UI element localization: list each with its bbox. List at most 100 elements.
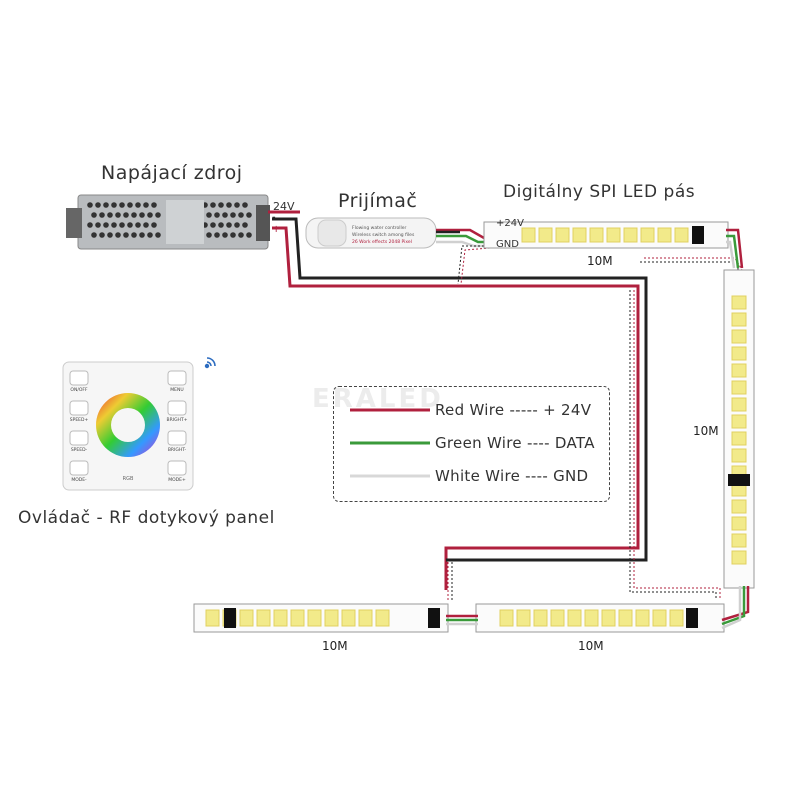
led-chip (618, 609, 633, 627)
vent-hole (107, 232, 113, 238)
ic-chip (686, 608, 698, 628)
vent-hole (123, 232, 129, 238)
vent-hole (151, 222, 157, 228)
led-chip (256, 609, 271, 627)
led-chip (538, 227, 553, 243)
strip-gnd-label: GND (496, 239, 519, 250)
remote-button (167, 400, 187, 416)
strip-connector-wires (446, 228, 750, 630)
ic-chip (728, 474, 750, 486)
receiver-label: Prijímač (338, 190, 418, 212)
vent-hole (210, 202, 216, 208)
vent-hole (119, 222, 125, 228)
vent-hole (95, 202, 101, 208)
vent-hole (91, 212, 97, 218)
led-chip (657, 227, 672, 243)
vent-hole (107, 212, 113, 218)
vent-hole (143, 202, 149, 208)
vent-hole (131, 212, 137, 218)
wifi-icon (204, 357, 216, 369)
remote-rgb-label: RGB (123, 476, 134, 482)
receiver-unit: Flowing water controller Wireless switch… (305, 217, 437, 249)
led-chip (731, 312, 747, 327)
remote-button-label: MENU (170, 387, 183, 393)
legend-red-text: Red Wire ----- + 24V (435, 401, 592, 419)
vent-hole (222, 212, 228, 218)
led-chip (731, 414, 747, 429)
black-wire-psu (272, 217, 648, 562)
remote-button (69, 400, 89, 416)
vent-hole (214, 232, 220, 238)
led-chip (589, 227, 604, 243)
led-chip (731, 380, 747, 395)
receiver-text-3: 26 Work effects 2048 Pixel (352, 239, 412, 245)
led-chip (273, 609, 288, 627)
led-chip (731, 295, 747, 310)
power-supply-unit (66, 194, 270, 250)
led-chip (341, 609, 356, 627)
vent-hole (226, 222, 232, 228)
vent-hole (131, 232, 137, 238)
led-strip-bottom-right (475, 603, 725, 633)
vent-hole (87, 202, 93, 208)
led-chip (731, 329, 747, 344)
vent-hole (206, 212, 212, 218)
ic-chip (428, 608, 440, 628)
vent-hole (127, 222, 133, 228)
vent-hole (115, 232, 121, 238)
vent-hole (230, 232, 236, 238)
led-chip (375, 609, 390, 627)
vent-hole (111, 222, 117, 228)
remote-button (167, 430, 187, 446)
vent-hole (226, 202, 232, 208)
vent-hole (95, 222, 101, 228)
vent-hole (139, 212, 145, 218)
red-wire-psu (272, 226, 640, 590)
led-chip (731, 346, 747, 361)
remote-button (69, 370, 89, 386)
strip-length-right: 10M (693, 424, 719, 438)
vent-hole (91, 232, 97, 238)
remote-button (69, 430, 89, 446)
vent-hole (123, 212, 129, 218)
vent-hole (230, 212, 236, 218)
vent-hole (111, 202, 117, 208)
led-chip (516, 609, 531, 627)
led-chip (358, 609, 373, 627)
led-chip (606, 227, 621, 243)
vent-hole (242, 222, 248, 228)
vent-hole (234, 202, 240, 208)
led-chip (567, 609, 582, 627)
strip-length-top: 10M (587, 254, 613, 268)
led-chip (731, 363, 747, 378)
vent-hole (147, 212, 153, 218)
vent-hole (143, 222, 149, 228)
led-chip (731, 550, 747, 565)
vent-hole (222, 232, 228, 238)
vent-hole (206, 232, 212, 238)
vent-hole (210, 222, 216, 228)
led-chip (550, 609, 565, 627)
led-chip (640, 227, 655, 243)
led-chip (324, 609, 339, 627)
vent-hole (234, 222, 240, 228)
remote-label: Ovládač - RF dotykový panel (18, 508, 275, 528)
power-wires (268, 210, 648, 590)
led-chip (555, 227, 570, 243)
remote-button-label: BRIGHT- (168, 447, 187, 453)
remote-button-label: SPEED+ (70, 417, 89, 423)
vent-hole (99, 232, 105, 238)
vent-hole (103, 222, 109, 228)
led-chip (731, 516, 747, 531)
strip-length-bottom-right: 10M (578, 639, 604, 653)
vent-hole (147, 232, 153, 238)
legend-white-text: White Wire ---- GND (435, 467, 589, 485)
remote-button-label: SPEED- (71, 447, 88, 453)
led-chip (205, 609, 220, 627)
legend-box (333, 386, 610, 502)
psu-plus-label: + (272, 224, 281, 235)
led-chip (307, 609, 322, 627)
strip-plus-label: +24V (496, 218, 524, 229)
